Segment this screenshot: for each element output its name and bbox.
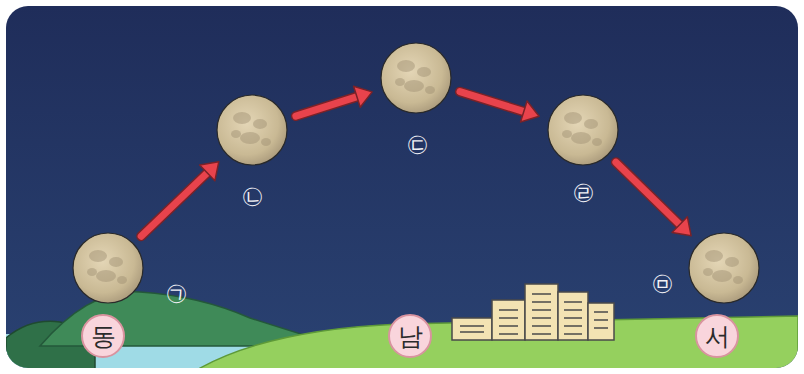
moon: ㉡ (216, 94, 288, 166)
moon: ㉠ (72, 232, 144, 304)
moon: ㉣ (547, 94, 619, 166)
moon-shape (547, 94, 619, 166)
moon-shape (688, 232, 760, 304)
direction-badge: 동 (81, 314, 125, 358)
direction-text: 남 (398, 324, 423, 349)
motion-arrow (616, 162, 691, 236)
moon-shape (72, 232, 144, 304)
moon-shape (216, 94, 288, 166)
direction-text: 서 (705, 324, 730, 349)
moon-shape (380, 42, 452, 114)
position-label: ㉡ (242, 186, 263, 207)
position-label: ㉠ (166, 283, 187, 304)
motion-arrow (141, 162, 219, 236)
position-label: ㉣ (573, 182, 594, 203)
direction-text: 동 (91, 324, 116, 349)
direction-badge: 남 (388, 314, 432, 358)
position-label: ㉤ (652, 273, 673, 294)
direction-badge: 서 (695, 314, 739, 358)
position-label: ㉢ (407, 134, 428, 155)
motion-arrow (296, 86, 372, 116)
moon: ㉤ (688, 232, 760, 304)
motion-arrow (460, 92, 539, 122)
moon: ㉢ (380, 42, 452, 114)
